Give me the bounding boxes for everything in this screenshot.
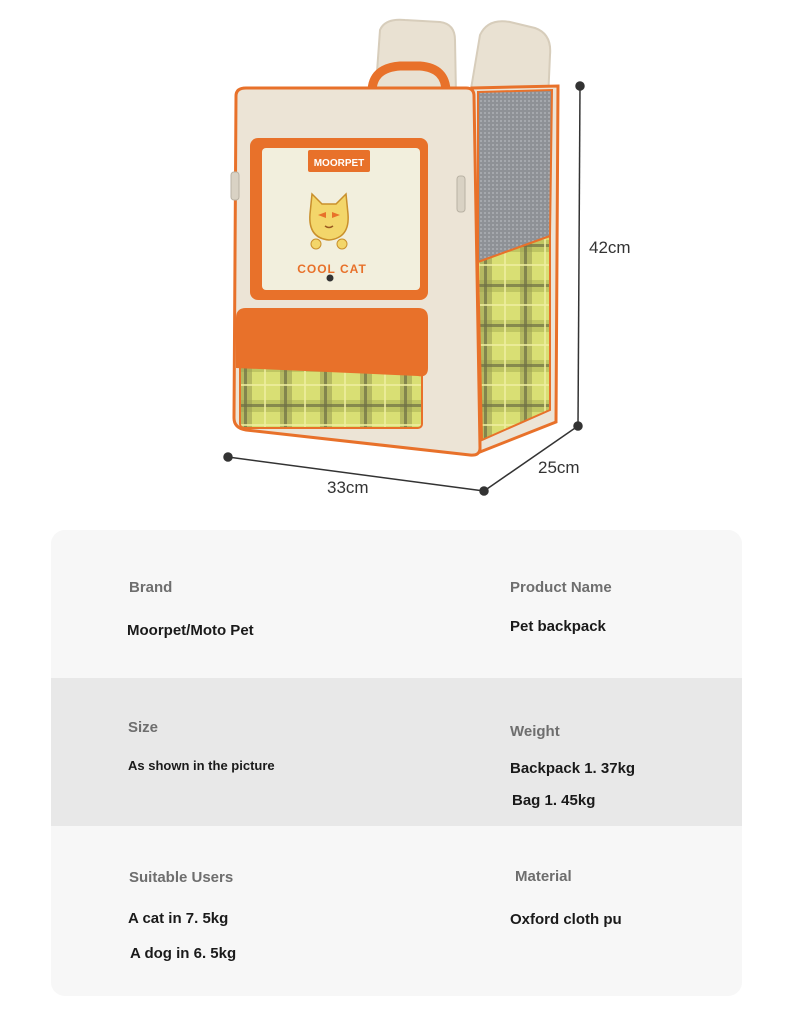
size-label: Size [128,719,159,736]
weight-label: Weight [510,723,560,740]
pet-backpack-illustration: MOORPET COOL CAT [223,18,585,496]
size-value: As shown in the picture [128,758,275,773]
material-label: Material [515,868,572,885]
width-dimension-label: 33cm [327,478,369,497]
pocket-flap [236,308,428,377]
brand-value: Moorpet/Moto Pet [127,622,254,639]
depth-dimension-label: 25cm [538,458,580,477]
suitable-users-label: Suitable Users [129,869,234,886]
spec-table: Brand Moorpet/Moto Pet Product Name Pet … [51,530,742,996]
dimension-lines [223,81,585,496]
spec-row-users-material: Suitable Users A cat in 7. 5kg A dog in … [51,826,742,996]
brand-badge-text: MOORPET [314,158,365,169]
top-handle [367,61,451,97]
product-image-area: MOORPET COOL CAT [223,18,631,497]
height-dimension-label: 42cm [589,238,631,257]
panel-text: COOL CAT [297,262,367,276]
material-value: Oxford cloth pu [510,911,622,928]
product-name-label: Product Name [510,579,612,596]
suitable-users-cat: A cat in 7. 5kg [128,910,229,927]
suitable-users-dog: A dog in 6. 5kg [130,945,237,962]
weight-value-backpack: Backpack 1. 37kg [510,760,636,777]
spec-row-size-weight: Size As shown in the picture Weight Back… [51,678,742,826]
bag-front: MOORPET COOL CAT [230,86,482,457]
product-name-value: Pet backpack [510,618,606,635]
spec-row-brand-product: Brand Moorpet/Moto Pet Product Name Pet … [51,530,742,678]
cat-face-icon [309,192,349,250]
weight-value-bag: Bag 1. 45kg [512,792,596,809]
brand-label: Brand [129,579,173,596]
side-panel [470,84,560,455]
